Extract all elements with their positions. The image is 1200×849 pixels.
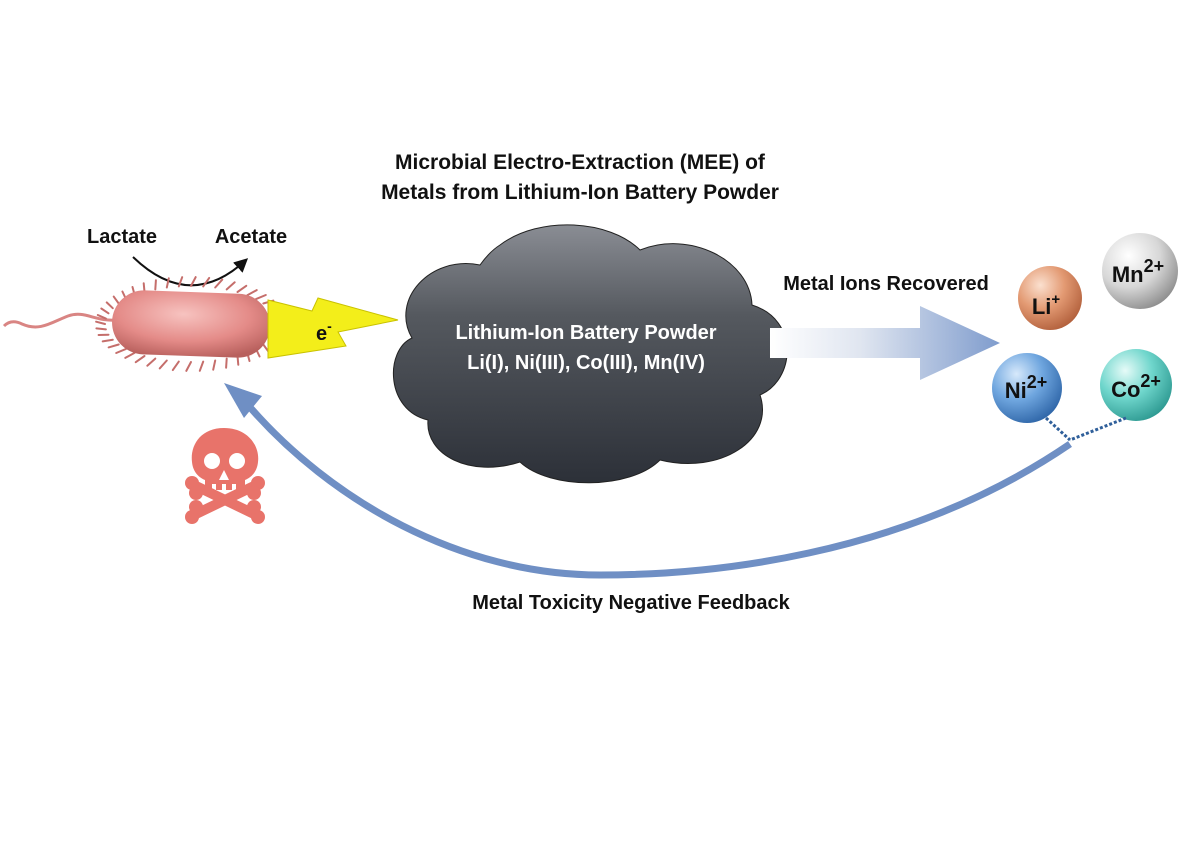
acetate-label: Acetate xyxy=(215,226,287,248)
recovered-arrow xyxy=(770,306,1000,380)
recovered-label: Metal Ions Recovered xyxy=(783,273,989,295)
lactate-label: Lactate xyxy=(87,226,157,248)
ion-li: Li+ xyxy=(1018,266,1082,330)
ion-co: Co2+ xyxy=(1100,349,1172,421)
bacterium-icon xyxy=(2,276,287,372)
battery-powder-cloud xyxy=(392,224,788,484)
svg-text:Mn2+: Mn2+ xyxy=(1112,256,1164,287)
co-connector xyxy=(1069,416,1127,442)
lightning-bolt-icon xyxy=(267,297,399,359)
svg-text:Li+: Li+ xyxy=(1032,291,1061,319)
ion-mn: Mn2+ xyxy=(1102,233,1178,309)
skull-crossbones-icon xyxy=(185,428,265,524)
svg-text:Ni2+: Ni2+ xyxy=(1005,372,1048,403)
metabolism-arrow xyxy=(132,256,249,287)
ni-connector xyxy=(1044,416,1072,442)
feedback-arrowhead xyxy=(224,383,262,418)
feedback-arrow xyxy=(245,402,1072,579)
ion-ni: Ni2+ xyxy=(992,353,1062,423)
title-line-1: Microbial Electro-Extraction (MEE) of xyxy=(395,151,766,174)
electron-label: e- xyxy=(316,318,332,345)
title-line-2: Metals from Lithium-Ion Battery Powder xyxy=(381,181,779,204)
feedback-label: Metal Toxicity Negative Feedback xyxy=(472,592,790,614)
cloud-line-1: Lithium-Ion Battery Powder xyxy=(455,322,716,344)
svg-text:Co2+: Co2+ xyxy=(1111,371,1161,402)
cloud-line-2: Li(I), Ni(III), Co(III), Mn(IV) xyxy=(467,352,705,374)
